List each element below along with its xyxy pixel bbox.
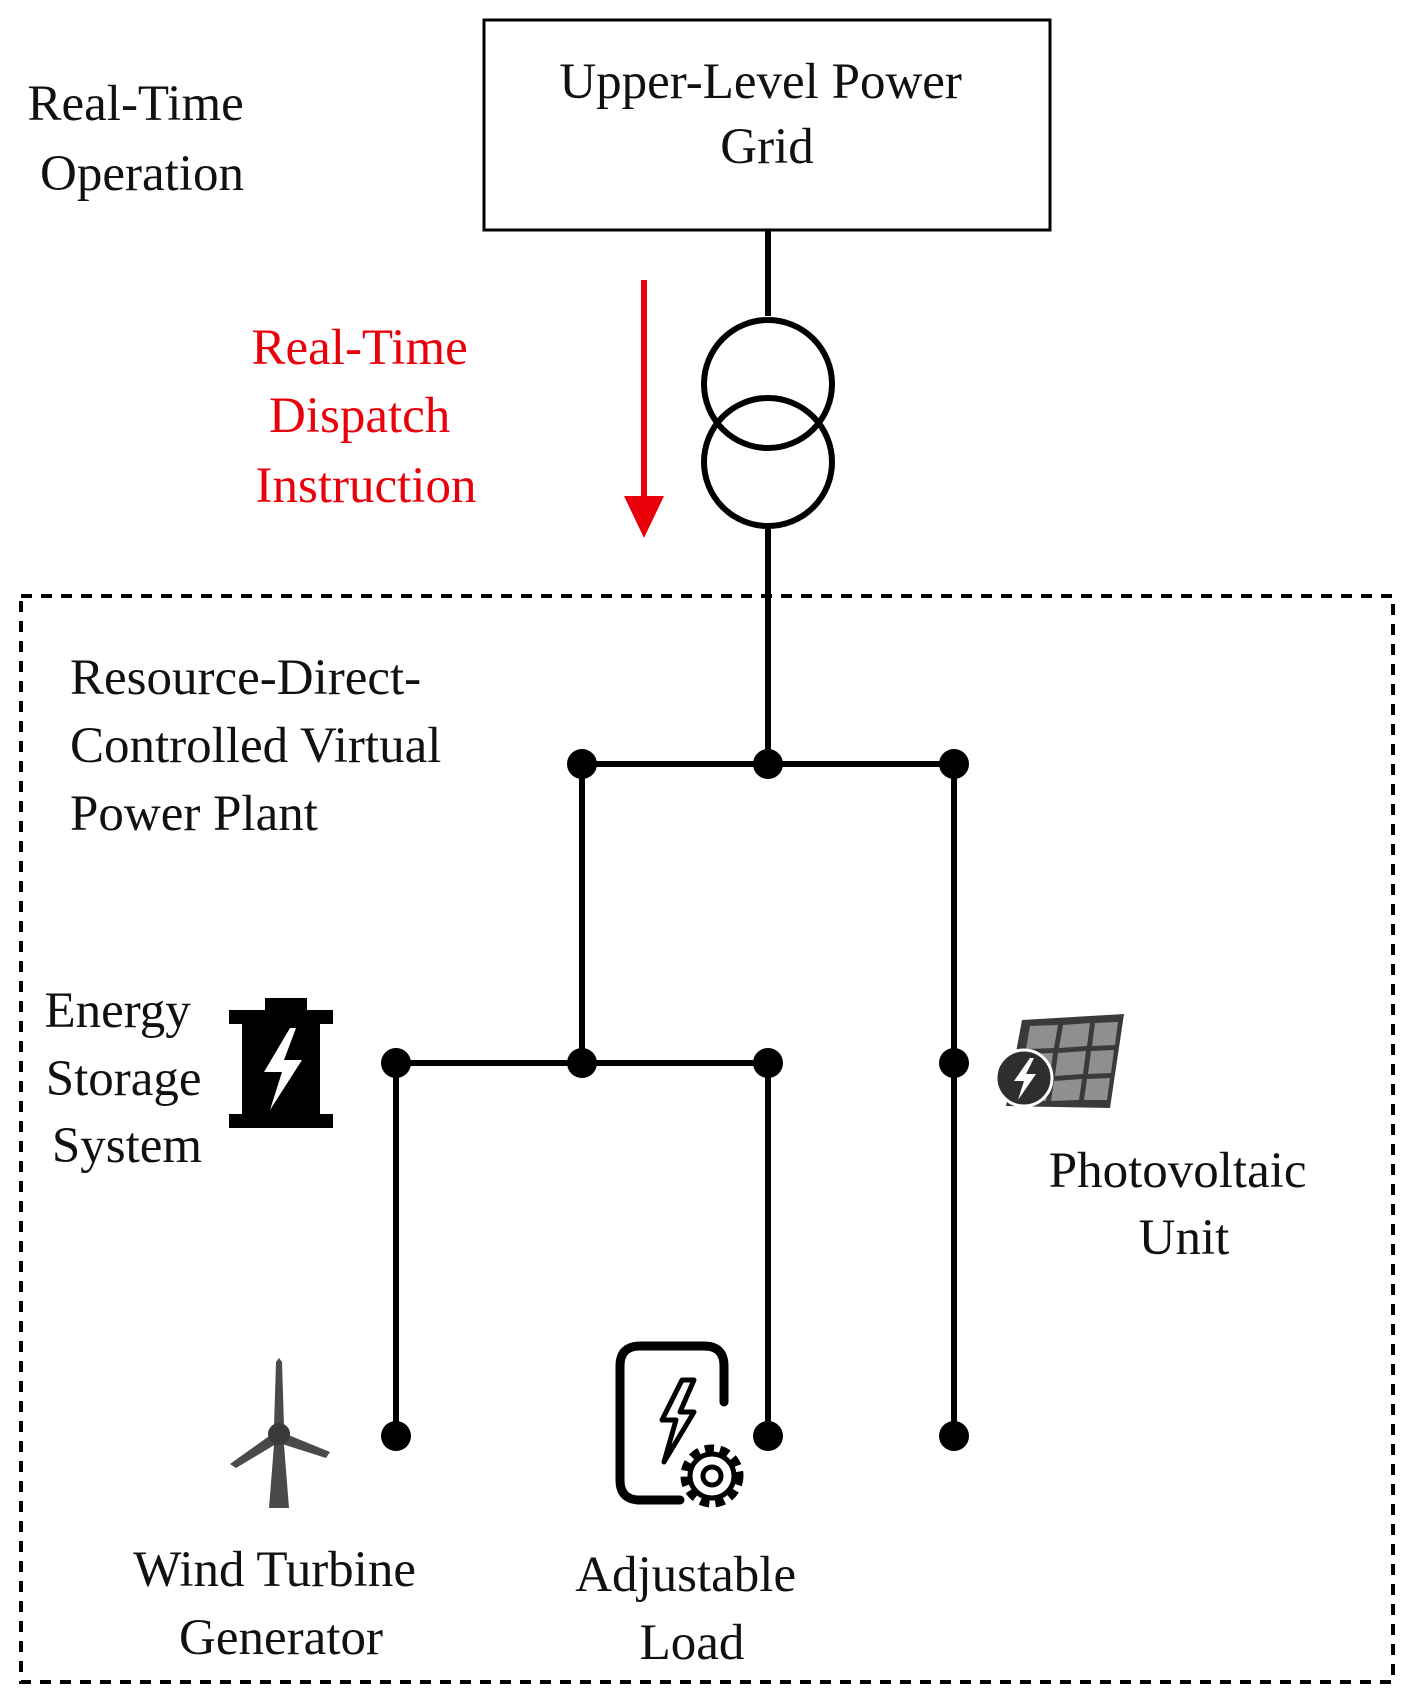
adjustable-load-icon [615,1341,744,1508]
bus-nodes [381,749,969,1451]
upper-grid-box [482,18,1052,232]
dispatch-arrow-icon [624,280,664,538]
wind-turbine-icon [230,1358,330,1508]
upper-grid-label: Upper-Level Power Grid [559,54,974,175]
battery-bolt-icon [229,998,333,1128]
vpp-label: Resource-Direct- Controlled Virtual Powe… [70,650,454,842]
wind-label: Wind Turbine Generator [133,1542,429,1666]
pv-label: Photovoltaic Unit [1049,1143,1320,1266]
vpp-boundary [19,594,1395,1684]
transformer-icon [701,317,835,529]
load-label: Adjustable Load [575,1547,809,1671]
solar-panel-icon [994,1014,1124,1108]
mode-label: Real-Time Operation [27,76,256,202]
dispatch-label: Real-Time Dispatch Instruction [251,320,480,514]
bus-network [393,761,957,1439]
ess-label: Energy Storage System [44,983,214,1174]
